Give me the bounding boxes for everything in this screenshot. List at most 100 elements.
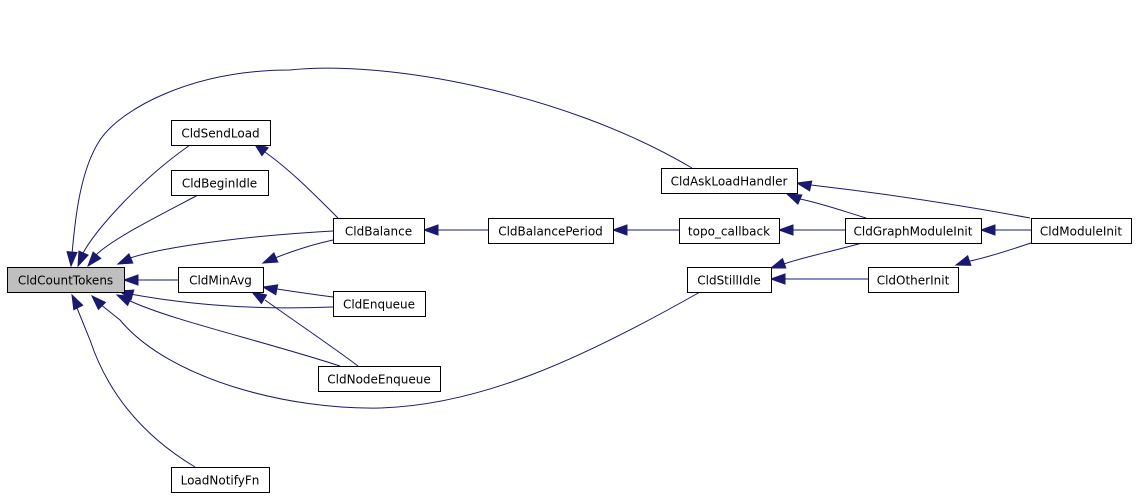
node-box[interactable] [1031,218,1132,244]
node-CldCountTokens[interactable]: CldCountTokens [7,267,125,293]
node-CldNodeEnqueue[interactable]: CldNodeEnqueue [318,366,441,392]
node-CldBalancePeriod[interactable]: CldBalancePeriod [488,218,614,244]
arrowhead-icon [122,274,139,286]
node-box[interactable] [7,267,125,293]
node-label: CldEnqueue [343,298,415,312]
node-CldEnqueue[interactable]: CldEnqueue [333,291,426,317]
edges-layer [66,67,1032,468]
edge-CldGraphModuleInit-to-CldAskLoadHandler [785,193,867,219]
node-label: CldOtherInit [877,274,950,288]
edge-CldNodeEnqueue-to-CldMinAvg [250,291,359,367]
node-label: CldBeginIdle [182,177,257,191]
edge-line [94,194,199,257]
edge-line [129,293,334,309]
arrowhead-icon [769,257,787,269]
node-CldStillIdle[interactable]: CldStillIdle [687,267,772,293]
node-box[interactable] [178,267,264,293]
edge-line [810,184,1031,219]
node-box[interactable] [171,120,271,146]
edge-line [783,242,863,265]
node-box[interactable] [171,170,269,196]
node-label: CldBalance [345,225,412,239]
node-label: CldBalancePeriod [498,225,603,239]
arrowhead-icon [785,193,803,205]
node-box[interactable] [679,218,780,244]
arrowhead-icon [115,294,133,307]
edge-CldModuleInit-to-CldAskLoadHandler [795,180,1031,219]
arrowhead-icon [979,224,996,236]
edge-line [276,288,334,298]
node-box[interactable] [661,168,798,194]
arrowhead-icon [71,293,84,311]
arrowhead-icon [87,251,102,268]
node-box[interactable] [171,467,270,493]
edge-CldBalancePeriod-to-CldBalance [422,224,488,236]
node-box[interactable] [488,218,614,244]
node-box[interactable] [868,267,959,293]
node-CldBeginIdle[interactable]: CldBeginIdle [171,170,269,196]
node-label: CldAskLoadHandler [671,175,788,189]
node-CldAskLoadHandler[interactable]: CldAskLoadHandler [661,168,798,194]
arrowhead-icon [66,251,78,268]
edge-CldStillIdle-to-CldCountTokens [90,291,701,409]
edge-CldModuleInit-to-CldGraphModuleInit [979,224,1031,236]
node-box[interactable] [845,218,982,244]
edge-line [71,67,693,255]
node-box[interactable] [687,267,772,293]
edge-CldOtherInit-to-CldStillIdle [769,273,868,285]
node-CldGraphModuleInit[interactable]: CldGraphModuleInit [845,218,982,244]
node-CldModuleInit[interactable]: CldModuleInit [1031,218,1132,244]
node-CldBalance[interactable]: CldBalance [333,218,425,244]
arrowhead-icon [116,253,134,265]
edge-line [969,242,1032,262]
arrowhead-icon [422,224,439,236]
edge-line [799,198,867,219]
node-label: CldModuleInit [1040,225,1122,239]
edge-CldAskLoadHandler-to-CldCountTokens [66,67,693,268]
node-CldOtherInit[interactable]: CldOtherInit [868,267,959,293]
arrowhead-icon [611,224,628,236]
node-label: CldSendLoad [181,127,259,141]
node-box[interactable] [318,366,441,392]
node-label: topo_callback [688,225,770,239]
arrowhead-icon [795,180,813,192]
node-label: CldStillIdle [697,274,761,288]
edge-CldEnqueue-to-CldMinAvg [261,284,334,298]
arrowhead-icon [90,294,107,311]
edge-line [99,291,701,409]
node-CldMinAvg[interactable]: CldMinAvg [178,267,264,293]
edge-topo_callback-to-CldBalancePeriod [611,224,679,236]
edge-CldMinAvg-to-CldCountTokens [122,274,178,286]
edge-line [274,239,334,259]
node-label: CldCountTokens [18,274,113,288]
node-label: LoadNotifyFn [181,474,260,488]
edge-line [76,307,196,468]
edge-line [127,299,341,367]
node-CldSendLoad[interactable]: CldSendLoad [171,120,271,146]
node-label: CldMinAvg [189,274,252,288]
edge-CldSendLoad-to-CldCountTokens [77,144,191,268]
edge-CldBalance-to-CldCountTokens [116,230,334,265]
edge-line [129,230,334,259]
edge-CldGraphModuleInit-to-CldStillIdle [769,242,863,269]
edge-CldModuleInit-to-CldOtherInit [954,242,1032,266]
edge-CldGraphModuleInit-to-topo_callback [777,224,845,236]
edge-line [264,151,339,219]
edge-CldBeginIdle-to-CldCountTokens [87,194,199,268]
edge-line [81,144,191,256]
arrowhead-icon [769,273,786,285]
arrowhead-icon [261,252,279,264]
node-box[interactable] [333,218,425,244]
edge-LoadNotifyFn-to-CldCountTokens [71,293,196,468]
arrowhead-icon [77,250,89,268]
arrowhead-icon [250,291,268,305]
edge-CldBalance-to-CldMinAvg [261,239,334,264]
node-label: CldNodeEnqueue [327,373,430,387]
node-box[interactable] [333,291,426,317]
node-label: CldGraphModuleInit [854,225,973,239]
edge-CldNodeEnqueue-to-CldCountTokens [115,294,341,367]
nodes-layer: CldCountTokensCldSendLoadCldBeginIdleCld… [7,120,1132,493]
node-topo_callback[interactable]: topo_callback [679,218,780,244]
node-LoadNotifyFn[interactable]: LoadNotifyFn [171,467,270,493]
